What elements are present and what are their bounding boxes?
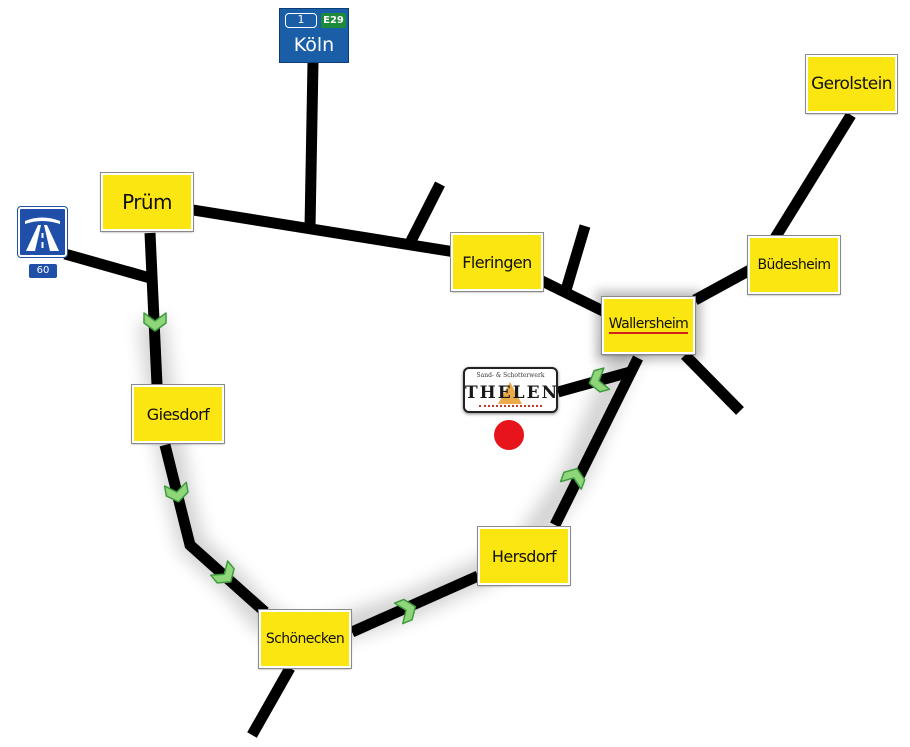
town-sign-giesdorf: Giesdorf <box>131 384 225 444</box>
road-fleringen-wallersheim <box>537 275 608 317</box>
logo-tagline: Sand- & Schotterwerk <box>476 372 545 379</box>
road-wallersheim-south <box>681 351 744 415</box>
road-pruem-giesdorf <box>144 232 163 386</box>
town-name: Schönecken <box>265 631 345 647</box>
route-arrow-1 <box>143 312 167 332</box>
road-a60 <box>63 248 152 284</box>
town-sign-wallersheim: Wallersheim <box>601 296 696 355</box>
autobahn-icon <box>17 206 68 258</box>
road-koeln <box>304 61 319 229</box>
route-arrows <box>143 312 611 625</box>
route-arrow-3 <box>210 560 235 584</box>
town-name: Büdesheim <box>757 257 831 273</box>
autobahn-number: 60 <box>29 264 57 278</box>
town-name: Gerolstein <box>811 74 892 94</box>
destination-marker <box>494 420 524 450</box>
town-sign-buedesheim: Büdesheim <box>747 235 841 295</box>
motorway-sign-koeln: 1 E29 Köln <box>279 8 349 63</box>
road-pruem-fleringen <box>192 204 456 258</box>
motorway-number: 1 <box>285 13 317 28</box>
autobahn-pictogram-icon <box>25 217 60 251</box>
town-name: Hersdorf <box>491 546 557 566</box>
road-giesdorf-schoenecken <box>159 443 269 617</box>
road-wallersheim-buedesheim <box>692 265 753 305</box>
route-arrow-6 <box>588 367 611 393</box>
town-name: Fleringen <box>462 252 532 272</box>
town-sign-pruem: Prüm <box>100 172 194 232</box>
motorway-sign-city: Köln <box>293 34 335 56</box>
route-arrow-2 <box>163 481 189 503</box>
thelen-logo: Sand- & Schotterwerk THELEN <box>463 367 558 413</box>
town-name: Wallersheim <box>608 316 689 335</box>
route-arrow-4 <box>393 598 417 625</box>
town-sign-schoenecken: Schönecken <box>258 609 352 669</box>
road-buedesheim-gerolstein <box>770 112 856 241</box>
road-schoenecken-south <box>247 665 295 738</box>
logo-dots <box>479 405 542 407</box>
road-spur-1 <box>405 181 445 246</box>
european-route-badge: E29 <box>321 13 346 28</box>
town-name: Giesdorf <box>146 404 210 424</box>
town-sign-gerolstein: Gerolstein <box>805 54 898 114</box>
road-schoenecken-hersdorf <box>349 570 481 638</box>
logo-brand: THELEN <box>465 383 560 403</box>
logo-triangle-icon <box>498 382 522 404</box>
town-sign-fleringen: Fleringen <box>450 232 544 292</box>
town-name: Prüm <box>122 190 172 214</box>
road-spur-2 <box>560 224 591 292</box>
route-arrow-5 <box>559 467 586 490</box>
town-sign-hersdorf: Hersdorf <box>477 526 571 586</box>
route-shading <box>139 318 643 655</box>
road-hersdorf-wallersheim <box>550 355 643 528</box>
